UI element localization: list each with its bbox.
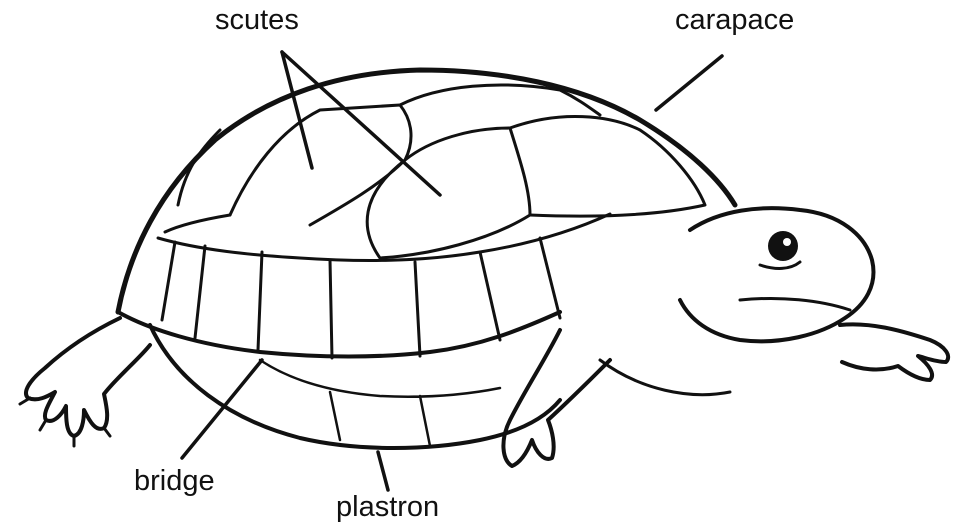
- head-and-front-leg: [503, 208, 948, 466]
- label-bridge: bridge: [134, 467, 215, 496]
- label-scutes: scutes: [215, 6, 299, 35]
- carapace-leader: [656, 56, 722, 110]
- bridge-leader: [182, 360, 262, 458]
- plastron-leader: [378, 452, 388, 490]
- label-carapace: carapace: [675, 6, 794, 35]
- rear-leg: [20, 318, 150, 446]
- scutes-leader-left: [282, 52, 312, 168]
- carapace-shell: [118, 70, 735, 358]
- label-plastron: plastron: [336, 493, 439, 522]
